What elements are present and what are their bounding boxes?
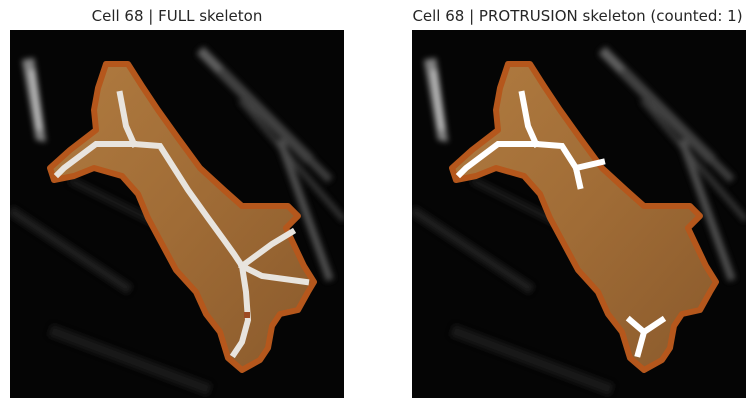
background-fibers (10, 46, 344, 396)
branch-point (244, 312, 250, 318)
full-skeleton (53, 90, 310, 359)
panel-title-protrusion: Cell 68 | PROTRUSION skeleton (counted: … (412, 7, 743, 25)
panel-title-full: Cell 68 | FULL skeleton (91, 7, 263, 25)
background-fibers (412, 46, 746, 396)
cell-body (449, 61, 719, 373)
full-skeleton-image (10, 30, 344, 398)
protrusion-skeleton-image (412, 30, 746, 398)
protrusion-skeleton (455, 90, 667, 358)
